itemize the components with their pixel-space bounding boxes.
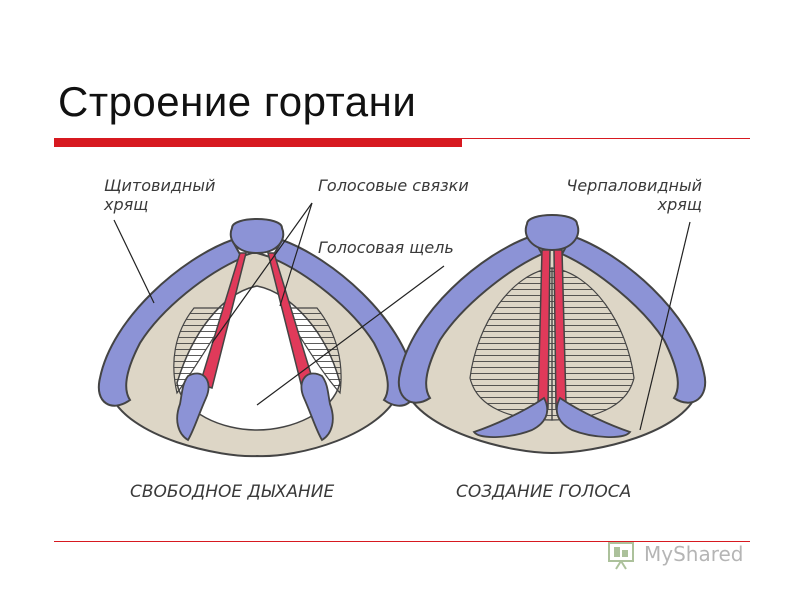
larynx-illustration — [97, 202, 707, 458]
label-thyroid-line-2: хрящ — [104, 195, 149, 214]
slide-title: Строение гортани — [58, 78, 417, 125]
title-underline-rule — [462, 138, 750, 139]
larynx-phonation — [397, 214, 707, 455]
label-thyroid-line-1: Щитовидный — [104, 176, 216, 195]
watermark: MyShared — [606, 536, 744, 572]
label-glottis: Голосовая щель — [318, 238, 454, 257]
myshared-logo-icon — [608, 542, 634, 570]
label-vocal-cords: Голосовые связки — [318, 176, 469, 195]
leader-lines — [113, 202, 691, 431]
watermark-text: MyShared — [644, 542, 744, 566]
title-underline-bar — [54, 138, 462, 147]
larynx-diagram: Щитовидный хрящ Голосовые связки Голосов… — [82, 158, 718, 512]
footer-rule — [54, 541, 750, 542]
label-arytenoid-line-1: Черпаловидный — [566, 176, 702, 195]
caption-voice-production: СОЗДАНИЕ ГОЛОСА — [456, 482, 632, 502]
label-arytenoid-line-2: хрящ — [657, 195, 702, 214]
label-thyroid-cartilage: Щитовидный хрящ — [104, 176, 215, 214]
label-arytenoid-cartilage: Черпаловидный хрящ — [552, 176, 702, 214]
caption-free-breathing: СВОБОДНОЕ ДЫХАНИЕ — [130, 482, 335, 502]
